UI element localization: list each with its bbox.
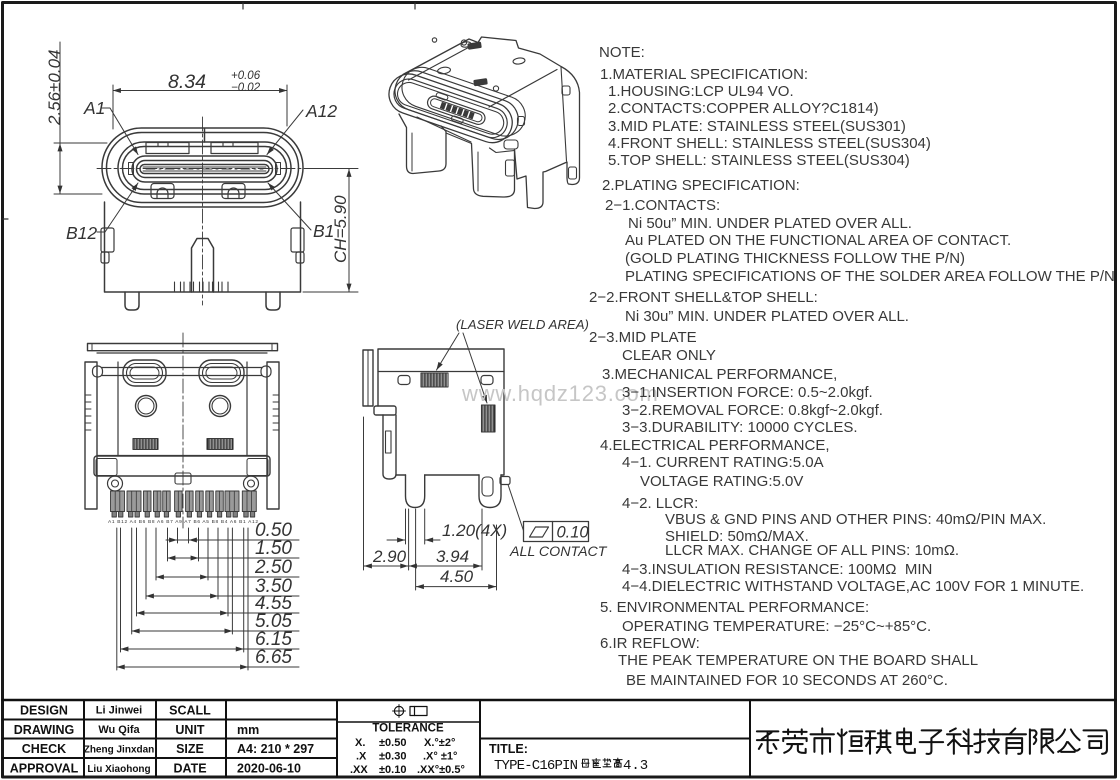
svg-text:DATE: DATE bbox=[173, 762, 206, 776]
svg-text:TYPE-C16PIN: TYPE-C16PIN bbox=[494, 758, 578, 774]
svg-text:TITLE:: TITLE: bbox=[489, 742, 528, 756]
svg-text:2.56±0.04: 2.56±0.04 bbox=[45, 49, 64, 126]
svg-text:4.50: 4.50 bbox=[440, 567, 474, 586]
svg-text:X.°±2°: X.°±2° bbox=[424, 737, 455, 749]
svg-text:0.10: 0.10 bbox=[557, 524, 590, 542]
svg-text:B12: B12 bbox=[66, 223, 97, 243]
svg-text:±0.30: ±0.30 bbox=[379, 751, 406, 763]
svg-text:.XX°±0.5°: .XX°±0.5° bbox=[417, 764, 465, 776]
svg-text:CHECK: CHECK bbox=[22, 742, 66, 756]
svg-text:A1: A1 bbox=[83, 98, 105, 118]
svg-text:mm: mm bbox=[237, 723, 259, 737]
svg-text:3.50: 3.50 bbox=[255, 576, 292, 597]
svg-text:A4: 210 * 297: A4: 210 * 297 bbox=[237, 742, 314, 756]
svg-text:1.50: 1.50 bbox=[255, 538, 292, 559]
svg-text:Li Jinwei: Li Jinwei bbox=[96, 705, 142, 717]
svg-text:4.55: 4.55 bbox=[255, 593, 292, 614]
svg-text:2020-06-10: 2020-06-10 bbox=[237, 762, 301, 776]
svg-text:TOLERANCE: TOLERANCE bbox=[372, 723, 444, 735]
svg-text:5.05: 5.05 bbox=[255, 611, 292, 632]
svg-text:SIZE: SIZE bbox=[176, 742, 204, 756]
svg-text:Zheng Jinxdan: Zheng Jinxdan bbox=[84, 745, 155, 756]
svg-text:2.90: 2.90 bbox=[372, 547, 407, 566]
svg-text:X.: X. bbox=[355, 737, 365, 749]
svg-text:ALL CONTACT: ALL CONTACT bbox=[509, 544, 608, 560]
svg-text:1.20(4X): 1.20(4X) bbox=[442, 521, 507, 540]
svg-text:B1: B1 bbox=[313, 221, 334, 241]
svg-text:CH=5.90: CH=5.90 bbox=[331, 195, 350, 263]
svg-text:UNIT: UNIT bbox=[175, 723, 205, 737]
svg-text:APPROVAL: APPROVAL bbox=[10, 762, 79, 776]
svg-text:3.94: 3.94 bbox=[436, 547, 469, 566]
svg-text:0.50: 0.50 bbox=[255, 520, 292, 541]
svg-text:.XX: .XX bbox=[350, 764, 368, 776]
svg-text:8.34: 8.34 bbox=[168, 71, 206, 93]
svg-text:±0.10: ±0.10 bbox=[379, 764, 406, 776]
svg-text:SCALL: SCALL bbox=[169, 704, 211, 718]
svg-text:Wu Qifa: Wu Qifa bbox=[98, 724, 140, 736]
svg-text:2.50: 2.50 bbox=[254, 557, 292, 578]
svg-text:.X° ±1°: .X° ±1° bbox=[423, 751, 457, 763]
svg-text:6.65: 6.65 bbox=[255, 647, 292, 668]
svg-text:(LASER WELD AREA): (LASER WELD AREA) bbox=[456, 317, 589, 332]
svg-text:6.15: 6.15 bbox=[255, 629, 292, 650]
svg-text:+0.06: +0.06 bbox=[231, 70, 261, 82]
svg-text:DESIGN: DESIGN bbox=[20, 704, 68, 718]
svg-text:±0.50: ±0.50 bbox=[379, 737, 406, 749]
svg-text:.X: .X bbox=[356, 751, 367, 763]
svg-text:−0.02: −0.02 bbox=[231, 82, 261, 94]
svg-text:Liu Xiaohong: Liu Xiaohong bbox=[87, 764, 150, 775]
svg-text:4.3: 4.3 bbox=[623, 758, 648, 774]
svg-text:DRAWING: DRAWING bbox=[14, 723, 74, 737]
svg-text:A12: A12 bbox=[305, 101, 337, 121]
